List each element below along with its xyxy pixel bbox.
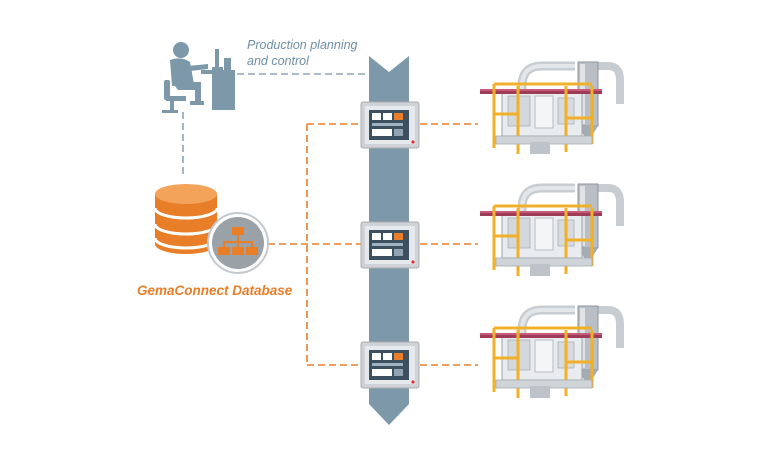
planning-label-line2: and control [247,54,309,68]
control-panel-icon [360,341,420,389]
control-panel-icon [360,221,420,269]
powder-booth-icon [480,62,620,154]
network-hierarchy-icon [207,212,269,274]
database-icon [153,184,219,254]
planning-label: Production planning and control [247,37,358,69]
control-panel-icon [360,101,420,149]
powder-booth-icon [480,184,620,276]
powder-booth-icon [480,306,620,398]
database-label: GemaConnect Database [137,283,293,298]
person-at-computer-icon [162,42,235,113]
network-connectors [182,73,478,366]
planning-label-line1: Production planning [247,38,358,52]
